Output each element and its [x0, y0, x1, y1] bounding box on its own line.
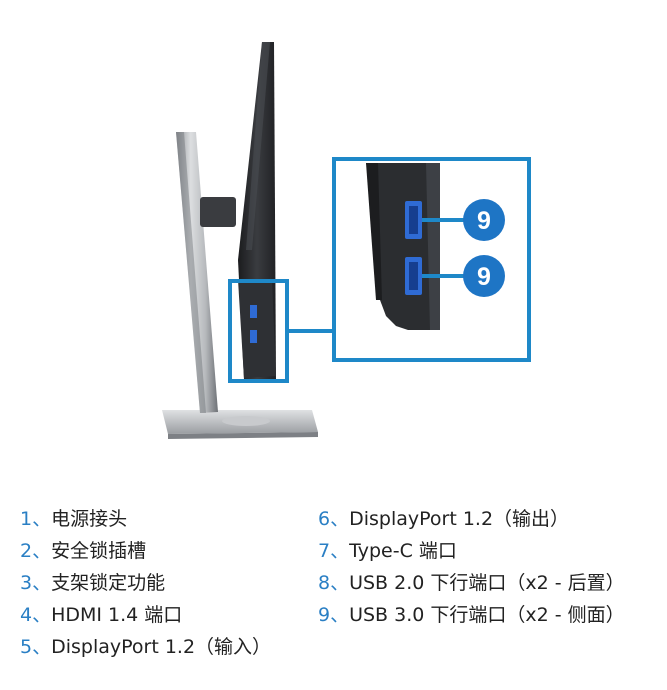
legend-item-2: 2、安全锁插槽	[20, 538, 146, 564]
legend-item-3: 3、支架锁定功能	[20, 570, 165, 596]
legend-label: Type-C 端口	[349, 540, 457, 562]
legend-item-4: 4、HDMI 1.4 端口	[20, 602, 182, 628]
legend-number: 4、	[20, 604, 52, 626]
legend-number: 2、	[20, 540, 52, 562]
stand-base	[162, 410, 318, 439]
legend-item-9: 9、USB 3.0 下行端口（x2 - 侧面）	[318, 602, 625, 628]
legend-number: 1、	[20, 508, 52, 530]
legend-label: HDMI 1.4 端口	[51, 604, 183, 626]
legend-item-8: 8、USB 2.0 下行端口（x2 - 后置）	[318, 570, 625, 596]
stand-hinge	[200, 197, 236, 227]
usb-port-small-1	[250, 305, 257, 318]
legend-label: 支架锁定功能	[51, 572, 166, 594]
legend-label: 电源接头	[51, 508, 128, 530]
legend-number: 8、	[318, 572, 350, 594]
legend-label: DisplayPort 1.2（输出）	[349, 508, 570, 530]
legend-label: USB 3.0 下行端口（x2 - 侧面）	[349, 604, 625, 626]
legend-number: 6、	[318, 508, 350, 530]
callout-box-zoomed	[332, 157, 531, 362]
legend-number: 7、	[318, 540, 350, 562]
legend-label: 安全锁插槽	[51, 540, 147, 562]
monitor-panel	[238, 42, 276, 380]
port-badge-1: 9	[463, 199, 505, 241]
stand-neck	[176, 132, 218, 413]
port-badge-label: 9	[477, 263, 491, 291]
port-legend: 1、电源接头 2、安全锁插槽 3、支架锁定功能 4、HDMI 1.4 端口 5、…	[0, 496, 667, 676]
legend-item-1: 1、电源接头	[20, 506, 127, 532]
legend-number: 9、	[318, 604, 350, 626]
port-badge-2: 9	[463, 255, 505, 297]
usb-port-small-2	[250, 330, 257, 343]
legend-label: DisplayPort 1.2（输入）	[51, 636, 272, 658]
legend-number: 5、	[20, 636, 52, 658]
legend-item-6: 6、DisplayPort 1.2（输出）	[318, 506, 569, 532]
monitor-side-view-illustration: 9 9	[162, 42, 531, 439]
legend-item-7: 7、Type-C 端口	[318, 538, 457, 564]
port-badge-label: 9	[477, 207, 491, 235]
legend-item-5: 5、DisplayPort 1.2（输入）	[20, 634, 271, 660]
legend-label: USB 2.0 下行端口（x2 - 后置）	[349, 572, 625, 594]
legend-number: 3、	[20, 572, 52, 594]
